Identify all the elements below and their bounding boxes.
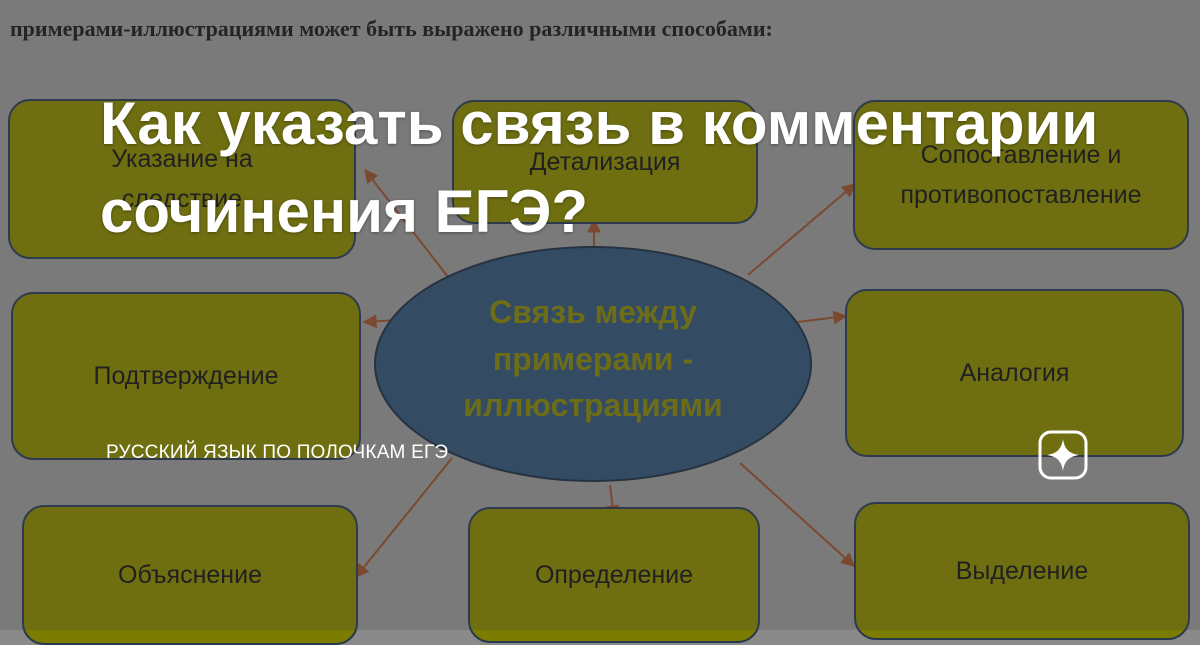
center-node: Связь между примерами - иллюстрациями: [374, 246, 812, 482]
node-ukazanie-line-2: следствие: [121, 185, 243, 213]
article-title[interactable]: Как указать связь в комментарии сочинени…: [100, 90, 1099, 245]
arrow-to-ukazanie: [364, 168, 453, 283]
center-line-1: Связь между: [489, 294, 697, 331]
channel-name[interactable]: РУССКИЙ ЯЗЫК ПО ПОЛОЧКАМ ЕГЭ: [106, 442, 449, 463]
zen-logo-button[interactable]: [1038, 430, 1088, 480]
node-sopostavlenie: Сопоставление и противопоставление: [853, 100, 1189, 250]
node-vydelenie-label: Выделение: [955, 557, 1089, 585]
node-detalizatsiya: Детализация: [452, 100, 758, 224]
node-opredelenie-label: Определение: [534, 561, 694, 589]
center-line-2: примерами -: [492, 340, 694, 377]
node-vydelenie: Выделение: [854, 502, 1190, 640]
node-podtverzhdenie-label: Подтверждение: [93, 362, 279, 390]
arrow-to-sopostavlenie: [747, 183, 857, 276]
sparkle-icon: [1038, 430, 1088, 480]
arrow-to-vydelenie: [739, 462, 856, 567]
node-podtverzhdenie: Подтверждение: [11, 292, 361, 460]
node-analogiya: Аналогия: [845, 289, 1184, 457]
arrow-to-analogiya: [797, 310, 848, 325]
node-ukazanie-na-sledstvie: Указание на следствие: [8, 99, 356, 259]
center-line-3: иллюстрациями: [463, 387, 723, 424]
diagram-caption: примерами-иллюстрациями может быть выраж…: [10, 16, 773, 41]
node-ukazanie-text: Указание на следствие: [111, 139, 253, 219]
node-analogiya-label: Аналогия: [959, 359, 1070, 387]
center-node-text: Связь между примерами - иллюстрациями: [463, 289, 722, 428]
node-sopostavlenie-line-1: Сопоставление и: [920, 141, 1122, 169]
arrows-layer: [355, 168, 857, 579]
diagram-stage: примерами-иллюстрациями может быть выраж…: [8, 16, 1190, 645]
preview-overlay: [0, 0, 1200, 630]
node-ukazanie-line-1: Указание на: [111, 145, 253, 173]
node-obyasnenie: Объяснение: [22, 505, 358, 645]
node-sopostavlenie-text: Сопоставление и противопоставление: [900, 135, 1141, 215]
node-obyasnenie-label: Объяснение: [118, 561, 262, 589]
node-detalizatsiya-label: Детализация: [529, 148, 681, 176]
node-sopostavlenie-line-2: противопоставление: [900, 181, 1142, 209]
arrow-to-obyasnenie: [355, 457, 453, 579]
